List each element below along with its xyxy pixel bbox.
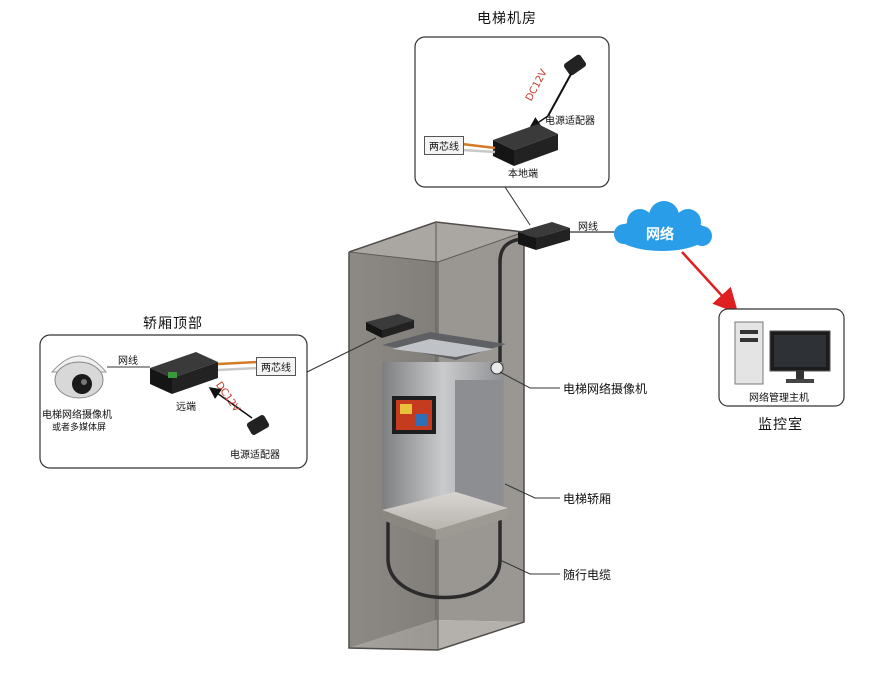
car-top-camera-sub: 或者多媒体屏 xyxy=(52,423,107,433)
network-cloud-icon xyxy=(614,201,712,251)
car-top-two-core-tag: 两芯线 xyxy=(256,357,296,376)
local-end-label: 本地端 xyxy=(508,169,538,180)
local-end-device-icon xyxy=(493,124,558,166)
host-label: 网络管理主机 xyxy=(749,393,809,404)
monitor-icon xyxy=(769,330,831,383)
callout-camera: 电梯网络摄像机 xyxy=(563,382,648,396)
network-cable-label: 网线 xyxy=(578,222,598,233)
remote-end-label: 远端 xyxy=(176,402,196,413)
car-top-cable-label: 网线 xyxy=(118,356,138,367)
network-to-host-arrow xyxy=(681,251,739,314)
machine-room-title: 电梯机房 xyxy=(477,11,537,27)
network-cloud-label: 网络 xyxy=(646,227,674,243)
callout-cable: 随行电缆 xyxy=(563,568,612,582)
remote-end-device-icon xyxy=(150,352,218,394)
computer-tower-icon xyxy=(734,321,764,385)
dome-camera-icon xyxy=(50,355,108,399)
callout-car: 电梯轿厢 xyxy=(563,492,612,506)
power-adapter-icon xyxy=(547,54,587,117)
car-top-camera-label: 电梯网络摄像机 xyxy=(42,410,112,421)
car-top-device-icon xyxy=(366,314,414,338)
elevator-car xyxy=(382,332,508,540)
car-top-title: 轿厢顶部 xyxy=(143,316,203,332)
power-adapter-icon xyxy=(208,387,270,435)
machine-room-two-core-tag: 两芯线 xyxy=(424,136,464,155)
car-top-adapter-label: 电源适配器 xyxy=(230,450,280,461)
shaft-top-device-icon xyxy=(518,222,570,250)
machine-room-adapter-label: 电源适配器 xyxy=(545,116,595,127)
trailing-cable xyxy=(386,236,546,600)
monitor-room-title: 监控室 xyxy=(758,417,803,433)
